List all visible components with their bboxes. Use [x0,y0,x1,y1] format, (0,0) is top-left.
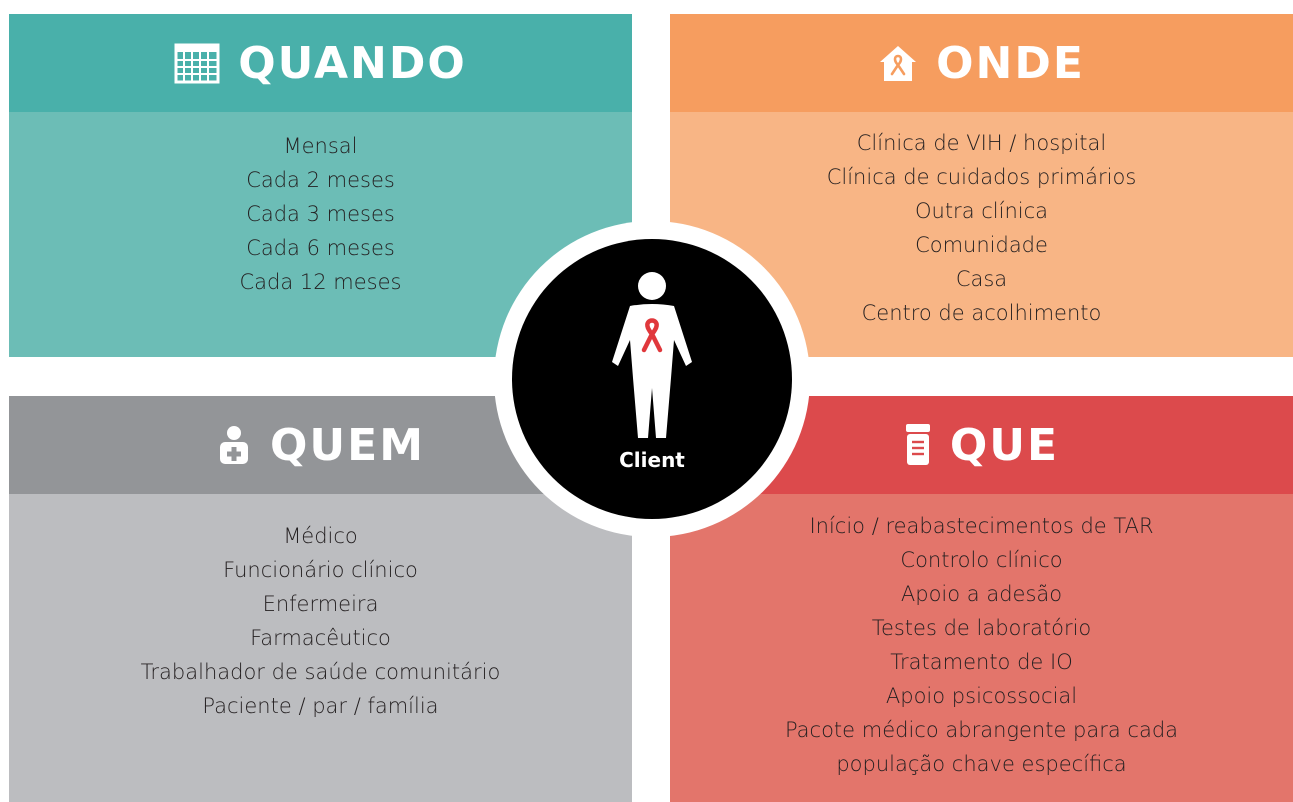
list-item: Pacote médico abrangente para cada [784,718,1179,742]
list-item: Trabalhador de saúde comunitário [140,660,501,684]
list-item: Cada 6 meses [246,236,395,260]
list-item: Enfermeira [262,592,379,616]
list-item: Casa [955,267,1008,291]
when-title: QUANDO [238,37,467,89]
where-header: ONDE [670,14,1293,112]
list-item: Apoio psicossocial [885,684,1078,708]
list-item: Paciente / par / família [202,694,439,718]
when-header: QUANDO [9,14,632,112]
calendar-icon [174,43,220,84]
list-item: Médico [283,524,358,548]
list-item: Controlo clínico [900,548,1063,572]
what-list: Início / reabastecimentos de TAR Control… [670,494,1293,802]
pill-bottle-icon [905,424,930,465]
quadrant-who: QUEM Médico Funcionário clínico Enfermei… [9,396,632,802]
list-item: Outra clínica [914,199,1049,223]
where-title: ONDE [936,37,1085,89]
list-item: Mensal [283,134,358,158]
list-item: Clínica de VIH / hospital [856,131,1107,155]
list-item: Início / reabastecimentos de TAR [809,514,1154,538]
list-item: Centro de acolhimento [861,301,1102,325]
quadrant-where: ONDE Clínica de VIH / hospital Clínica d… [670,14,1293,357]
who-title: QUEM [270,419,425,471]
health-worker-icon [220,426,248,464]
list-item: Cada 3 meses [246,202,395,226]
list-item: Tratamento de IO [890,650,1073,674]
house-ribbon-icon [880,46,917,81]
person-red-ribbon-icon [612,272,692,438]
who-list: Médico Funcionário clínico Enfermeira Fa… [9,494,632,802]
list-item: Cada 2 meses [246,168,395,192]
list-item: Farmacêutico [250,626,391,650]
list-item: Comunidade [915,233,1048,257]
what-title: QUE [949,419,1060,471]
list-item: Cada 12 meses [239,270,402,294]
list-item: Testes de laboratório [871,616,1092,640]
list-item: população chave específica [836,752,1127,776]
list-item: Clínica de cuidados primários [826,165,1137,189]
client-label: Client [619,448,685,472]
where-list: Clínica de VIH / hospital Clínica de cui… [670,112,1293,357]
list-item: Funcionário clínico [223,558,418,582]
list-item: Apoio a adesão [900,582,1063,606]
